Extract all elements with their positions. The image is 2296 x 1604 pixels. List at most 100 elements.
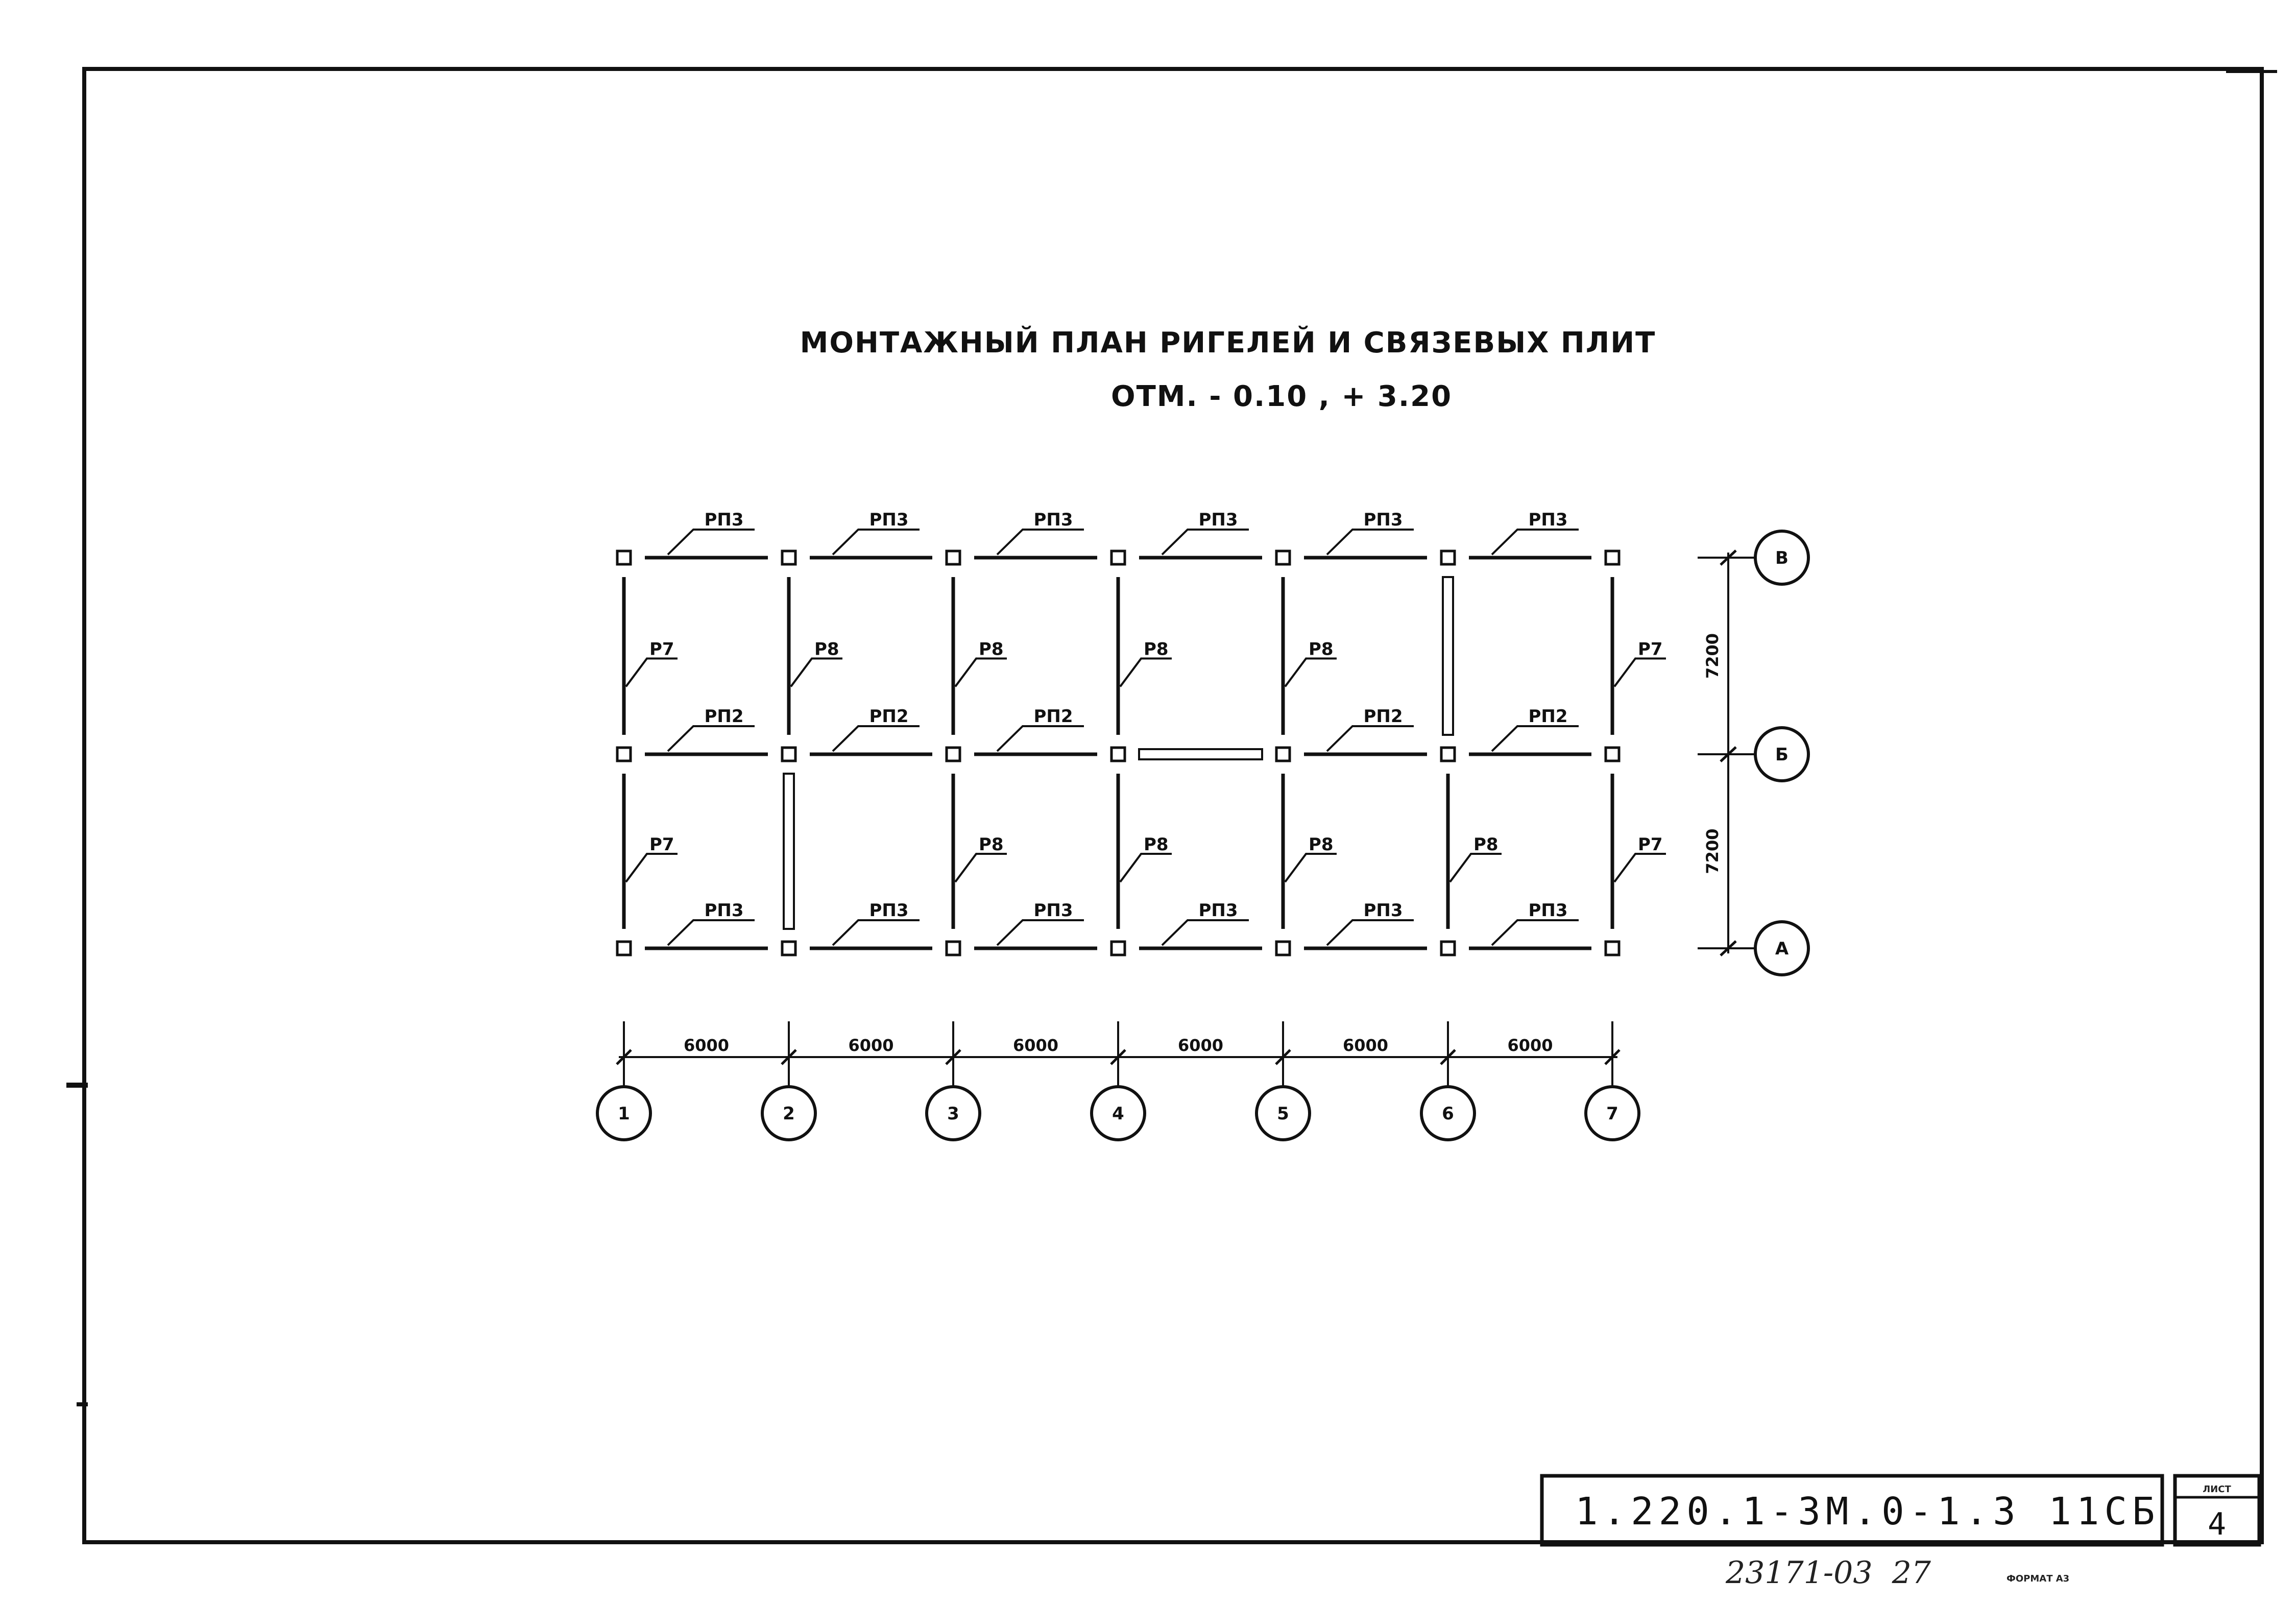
label-leader [1284, 853, 1337, 883]
column-А-6 [1440, 940, 1456, 956]
label-leader [625, 657, 678, 687]
label-leader [1326, 725, 1414, 752]
axis-marker-А [1754, 920, 1810, 976]
column-Б-7 [1604, 746, 1621, 762]
column-Б-1 [616, 746, 632, 762]
paper-format-label: ФОРМАТ А3 [2007, 1573, 2069, 1584]
dimension-tick [1720, 940, 1737, 956]
column-А-1 [616, 940, 632, 956]
dimension-7200: 7200 [1703, 828, 1722, 874]
stamp-code-box [1540, 1474, 2164, 1547]
label-leader [832, 919, 920, 946]
axis-marker-label: 3 [947, 1104, 959, 1124]
column-В-5 [1275, 549, 1291, 566]
axis-marker-3 [925, 1085, 981, 1141]
label-leader [996, 725, 1084, 752]
bracing-slab-vertical [783, 773, 795, 930]
column-Б-3 [945, 746, 961, 762]
label-leader [996, 919, 1084, 946]
axis-marker-В [1754, 530, 1810, 586]
label-leader [667, 725, 755, 752]
girder-label: Р8 [1144, 639, 1169, 660]
girder-label: РП3 [1528, 900, 1567, 921]
girder-label: РП2 [1528, 706, 1567, 727]
girder-label: РП2 [869, 706, 908, 727]
girder-label: Р8 [1144, 834, 1169, 855]
girder-label: РП3 [1033, 510, 1073, 530]
column-Б-6 [1440, 746, 1456, 762]
drawing-code: 1.220.1-3М.0-1.3 11СБ [1575, 1490, 2160, 1534]
label-leader [1613, 657, 1666, 687]
label-leader [954, 657, 1007, 687]
column-В-7 [1604, 549, 1621, 566]
label-leader [667, 529, 755, 556]
drawing-title: МОНТАЖНЫЙ ПЛАН РИГЕЛЕЙ И СВЯЗЕВЫХ ПЛИТ [800, 326, 1656, 360]
axis-marker-4 [1090, 1085, 1146, 1141]
column-Б-5 [1275, 746, 1291, 762]
dimension-6000: 6000 [1013, 1036, 1058, 1055]
axis-marker-Б [1754, 726, 1810, 782]
girder-label: Р7 [649, 639, 674, 660]
girder-label: РП3 [1363, 510, 1403, 530]
label-leader [1326, 919, 1414, 946]
label-leader [667, 919, 755, 946]
label-leader [1161, 529, 1249, 556]
label-leader [832, 725, 920, 752]
girder-label: РП2 [1363, 706, 1403, 727]
label-leader [790, 657, 842, 687]
girder-label: РП3 [869, 900, 908, 921]
axis-marker-label: 2 [783, 1104, 795, 1124]
axis-marker-label: 4 [1112, 1104, 1124, 1124]
column-А-7 [1604, 940, 1621, 956]
label-leader [1491, 725, 1579, 752]
girder-label: РП3 [869, 510, 908, 530]
label-leader [1119, 657, 1172, 687]
dimension-tick [781, 1049, 797, 1065]
column-В-2 [781, 549, 797, 566]
dimension-6000: 6000 [684, 1036, 729, 1055]
girder-label: РП3 [1363, 900, 1403, 921]
axis-marker-label: 1 [618, 1104, 630, 1124]
girder-label: Р7 [1638, 639, 1663, 660]
axis-marker-6 [1420, 1085, 1476, 1141]
girder-label: Р8 [814, 639, 839, 660]
label-leader [954, 853, 1007, 883]
dimension-6000: 6000 [848, 1036, 893, 1055]
axis-marker-7 [1584, 1085, 1640, 1141]
dimension-6000: 6000 [1343, 1036, 1388, 1055]
dimension-tick [1720, 746, 1737, 762]
column-В-4 [1110, 549, 1126, 566]
girder-label: РП3 [1528, 510, 1567, 530]
girder-label: РП3 [1198, 900, 1238, 921]
axis-marker-label: А [1775, 939, 1789, 959]
bracing-slab-horizontal [1138, 748, 1263, 760]
column-А-3 [945, 940, 961, 956]
label-leader [996, 529, 1084, 556]
dimension-6000: 6000 [1507, 1036, 1553, 1055]
label-leader [832, 529, 920, 556]
axis-marker-label: 7 [1606, 1104, 1618, 1124]
girder-label: РП3 [1198, 510, 1238, 530]
drawing-subtitle-elevation: ОТМ. - 0.10 , + 3.20 [1111, 380, 1452, 413]
girder-label: РП3 [704, 900, 743, 921]
drawing-frame [82, 67, 2264, 1544]
girder-label: Р8 [1473, 834, 1499, 855]
column-А-4 [1110, 940, 1126, 956]
axis-marker-2 [761, 1085, 817, 1141]
column-В-6 [1440, 549, 1456, 566]
column-А-2 [781, 940, 797, 956]
axis-marker-label: В [1775, 548, 1789, 568]
girder-label: Р8 [1309, 639, 1334, 660]
axis-marker-label: 6 [1442, 1104, 1454, 1124]
title-block: 1.220.1-3М.0-1.3 11СБ ЛИСТ 4 [1540, 1474, 2261, 1547]
dimension-7200: 7200 [1703, 633, 1722, 679]
dimension-tick [1720, 549, 1737, 566]
label-leader [625, 853, 678, 883]
girder-label: Р7 [1638, 834, 1663, 855]
girder-label: Р8 [979, 834, 1004, 855]
axis-marker-1 [596, 1085, 652, 1141]
handwritten-archive-number: 23171-03 27 [1725, 1555, 1931, 1591]
bracing-slab-vertical [1442, 576, 1454, 736]
axis-marker-label: Б [1775, 745, 1789, 765]
